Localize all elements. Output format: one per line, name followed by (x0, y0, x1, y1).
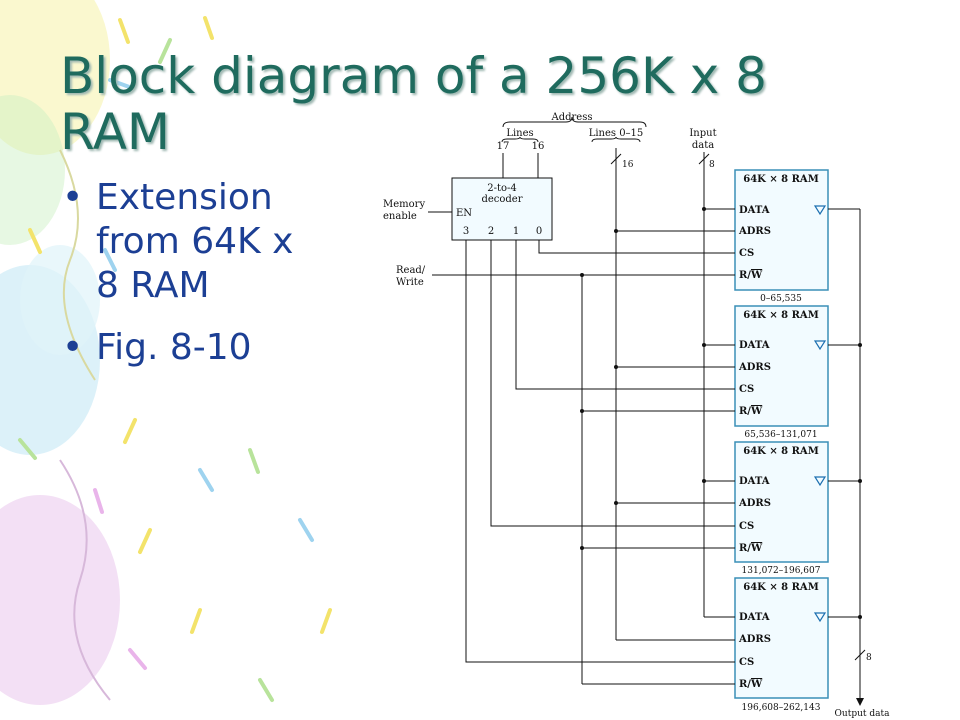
ram-chip: 64K × 8 RAM DATA ADRS CS R/W 131,072–196… (734, 441, 829, 576)
ram-chip-range: 65,536–131,071 (744, 430, 817, 440)
memory-enable-label-line2: enable (383, 211, 417, 222)
decoder-en-label: EN (456, 208, 472, 219)
output-arrow-icon (856, 698, 864, 706)
tristate-triangle-icon (813, 205, 827, 216)
junction-dots (580, 207, 862, 619)
lines-0-15-brace (591, 136, 641, 143)
ram-chip-box (734, 305, 829, 427)
bullet-item: • Fig. 8-10 (60, 326, 350, 370)
title-line-2: RAM (60, 103, 171, 161)
balloon-green (0, 95, 65, 245)
lines-label: Lines (506, 128, 533, 139)
pin-rw-label: R/W (739, 270, 763, 281)
decoder-output-1: 1 (513, 226, 519, 237)
decoder-title-line2: decoder (481, 194, 522, 205)
lines-0-15-label: Lines 0–15 (589, 128, 644, 139)
ram-chip-range: 131,072–196,607 (742, 566, 821, 576)
read-write-label-line2: Write (396, 277, 424, 288)
ram-chip-title: 64K × 8 RAM (743, 446, 819, 457)
bullet-text-line: Fig. 8-10 (96, 327, 252, 368)
address-label: Address (551, 112, 593, 123)
pin-rw-label: R/W (739, 406, 763, 417)
pin-data-label: DATA (739, 612, 770, 623)
decoder-output-0: 0 (536, 226, 542, 237)
input-data-label-line2: data (692, 140, 714, 151)
pin-rw-label: R/W (739, 543, 763, 554)
decoder-box (451, 177, 553, 241)
decoder-title-line1: 2-to-4 (487, 183, 517, 194)
pin-rw-label: R/W (739, 679, 763, 690)
wires (428, 148, 866, 700)
ram-block-diagram: Address Lines Lines 0–15 17 16 Input dat… (383, 112, 891, 719)
bullet-item: • Extension from 64K x 8 RAM (60, 176, 350, 308)
tristate-triangle-icon (813, 340, 827, 351)
pin-data-label: DATA (739, 205, 770, 216)
tristate-triangle-icon (813, 612, 827, 623)
pin-cs-label: CS (739, 384, 754, 395)
ram-chip-title: 64K × 8 RAM (743, 310, 819, 321)
ram-chip-title: 64K × 8 RAM (743, 174, 819, 185)
ram-chip-box (734, 577, 829, 699)
pin-data-label: DATA (739, 476, 770, 487)
bullet-dot-icon: • (62, 177, 84, 218)
ram-chip-box (734, 169, 829, 291)
slide-title: Block diagram of a 256K x 8 RAM (60, 48, 940, 160)
ram-chip-title: 64K × 8 RAM (743, 582, 819, 593)
pin-cs-label: CS (739, 521, 754, 532)
balloon-yellow (0, 0, 110, 155)
address-width-label: 16 (622, 160, 634, 170)
balloon-string (59, 459, 111, 701)
pin-cs-label: CS (739, 657, 754, 668)
ram-chip: 64K × 8 RAM DATA ADRS CS R/W 0–65,535 (734, 169, 829, 304)
input-width-label: 8 (709, 160, 715, 170)
input-data-label-line1: Input (689, 128, 716, 139)
decoder-output-3: 3 (463, 226, 469, 237)
ram-chip: 64K × 8 RAM DATA ADRS CS R/W 196,608–262… (734, 577, 829, 713)
balloon-string (59, 149, 96, 381)
title-line-1: Block diagram of a 256K x 8 (60, 47, 767, 105)
balloon-lightblue (20, 245, 100, 355)
output-data-label: Output data (835, 709, 891, 719)
bullet-text-line: Extension (96, 177, 273, 218)
decoder-output-2: 2 (488, 226, 494, 237)
pin-cs-label: CS (739, 248, 754, 259)
ram-chip: 64K × 8 RAM DATA ADRS CS R/W 65,536–131,… (734, 305, 829, 440)
pin-adrs-label: ADRS (738, 226, 771, 237)
bullet-list: • Extension from 64K x 8 RAM • Fig. 8-10 (60, 176, 350, 388)
bit-17-label: 17 (497, 141, 510, 152)
tristate-triangle-icon (813, 476, 827, 487)
balloon-pink (0, 495, 120, 705)
pin-adrs-label: ADRS (738, 634, 771, 645)
bullet-dot-icon: • (62, 327, 84, 368)
ram-chip-range: 196,608–262,143 (742, 703, 821, 713)
bullet-text-line: 8 RAM (96, 265, 210, 306)
pin-adrs-label: ADRS (738, 498, 771, 509)
bullet-text-line: from 64K x (96, 221, 294, 262)
ram-chip-range: 0–65,535 (760, 294, 802, 304)
ram-chip-box (734, 441, 829, 563)
pin-adrs-label: ADRS (738, 362, 771, 373)
output-width-label: 8 (866, 653, 872, 663)
address-brace (502, 116, 647, 128)
lines-brace (501, 136, 539, 143)
memory-enable-label-line1: Memory (383, 199, 425, 210)
confetti (18, 16, 332, 702)
bit-16-label: 16 (532, 141, 545, 152)
pin-data-label: DATA (739, 340, 770, 351)
read-write-label-line1: Read/ (396, 265, 426, 276)
